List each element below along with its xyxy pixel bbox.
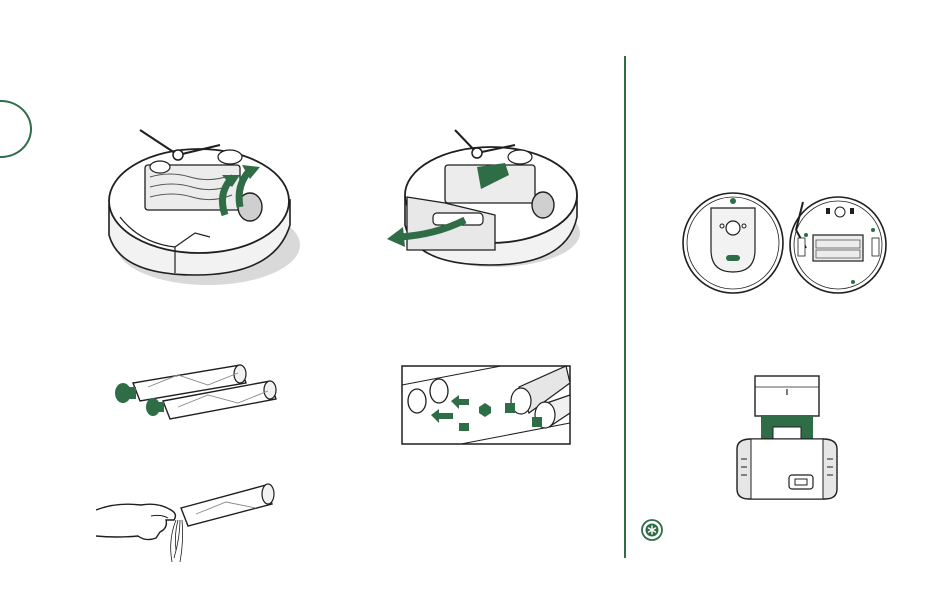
hair-removal-figure: [96, 480, 276, 565]
roller-insert-detail-figure: [401, 365, 571, 445]
column-divider: [624, 56, 626, 558]
robot-brushes-lift-figure: [100, 125, 305, 295]
roller-caps-figure: [108, 355, 283, 420]
page-edge-tab: [0, 100, 32, 158]
robot-top-bottom-figure: [678, 190, 893, 300]
dock-base-figure: [733, 375, 841, 503]
robot-brushes-remove-figure: [385, 125, 590, 275]
tip-asterisk-icon: [641, 519, 663, 541]
